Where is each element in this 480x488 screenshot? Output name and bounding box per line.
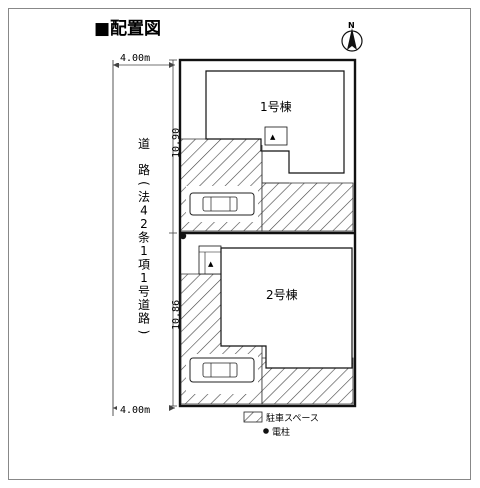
entrance-marker: ▲ [208,260,214,268]
road-label-char: 項 [138,258,150,272]
utility-pole-icon [179,232,187,240]
road-width-bottom-dimension: 4.00m [113,402,175,416]
lot-1: 1号棟 ▲ [179,70,354,232]
entrance-marker: ▲ [270,133,276,141]
car-icon [189,357,255,383]
entrance-porch [264,126,288,146]
lot2-frontage: 10.86 [171,300,182,330]
north-arrow-icon: N [341,21,363,52]
road-label-char: 路 [138,162,150,177]
legend-pole-icon [263,428,269,434]
road-label-char: ) [137,330,151,335]
legend: 駐車スペース 電柱 [243,411,319,438]
road-label-char: ( [137,181,151,186]
parking-area [261,182,354,232]
lot1-frontage: 10.90 [171,128,182,158]
lot-2: ▲ 2号棟 [180,245,354,405]
road-width-top: 4.00m [120,53,150,64]
road-width-bottom: 4.00m [120,405,150,416]
legend-pole-label: 電柱 [272,426,290,438]
road-label-char: 路 [138,311,150,326]
page-title: ■配置図 [94,19,161,39]
road-label-char: 条 [138,231,150,245]
road-width-top-dimension: 4.00m [113,50,175,68]
road-label-char: 4 [140,204,148,218]
building-2 [220,247,353,369]
building-1 [205,70,345,174]
road-label-char: 2 [140,217,148,231]
building-1-label: 1号棟 [260,99,292,114]
building-2-label: 2号棟 [266,287,298,302]
car-icon [189,192,255,216]
road-label-char: 1 [140,271,148,285]
road-label-char: 道 [138,298,150,312]
entrance-steps: ▲ [198,245,222,275]
legend-parking-label: 駐車スペース [266,412,319,424]
north-label: N [348,21,355,30]
road-label-char: 号 [138,285,150,299]
road-label-char: 道 [138,137,150,151]
legend-parking-swatch [243,411,263,423]
road-label-char: 1 [140,244,148,258]
road-label-char: 法 [138,190,150,204]
